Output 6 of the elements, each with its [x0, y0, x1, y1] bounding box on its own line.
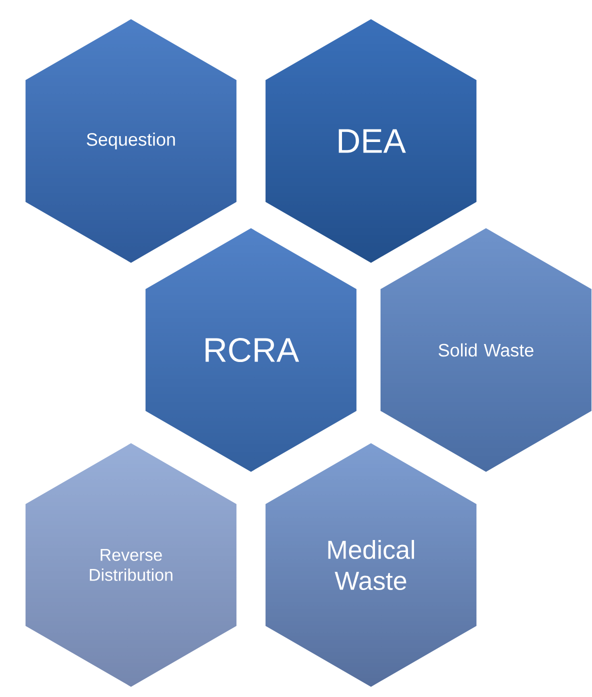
hexagon: Sequestion — [24, 18, 238, 264]
hexagon: DEA — [264, 18, 478, 264]
hexagon: Medical Waste — [264, 442, 478, 688]
hexagon: Solid Waste — [379, 226, 592, 474]
hexagon: RCRA — [144, 226, 358, 474]
hexagon: Reverse Distribution — [24, 442, 238, 688]
